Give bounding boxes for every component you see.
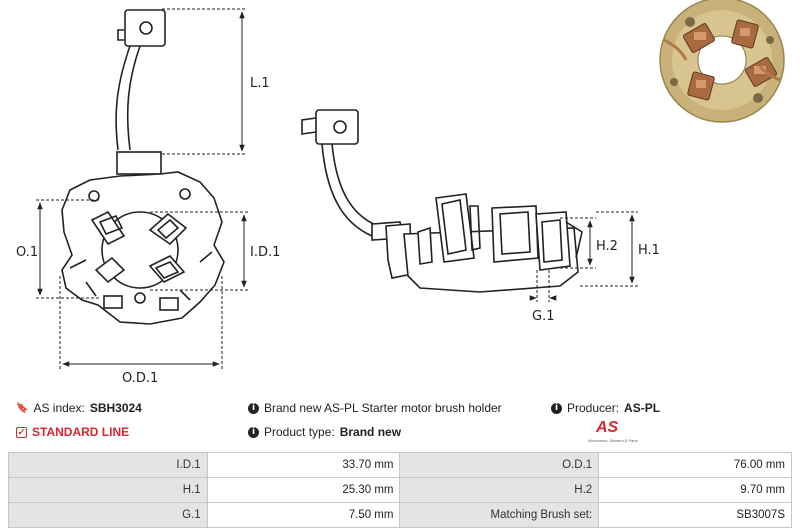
spec-value: 7.50 mm bbox=[206, 502, 401, 528]
info-icon: i bbox=[551, 402, 562, 414]
product-type: i Product type: Brand new bbox=[248, 423, 401, 441]
label-id1: I.D.1 bbox=[250, 245, 280, 260]
table-row: H.1 25.30 mm H.2 9.70 mm bbox=[8, 477, 792, 503]
dimension-l1 bbox=[162, 8, 246, 155]
label-h1: H.1 bbox=[638, 243, 660, 258]
description-text: Brand new AS-PL Starter motor brush hold… bbox=[264, 401, 502, 415]
info-icon: i bbox=[248, 426, 259, 438]
dimension-h1 bbox=[580, 211, 638, 287]
spec-key: G.1 bbox=[8, 502, 208, 528]
standard-line-badge: ✓ STANDARD LINE bbox=[16, 423, 129, 441]
brush-holder-side-view bbox=[301, 109, 583, 293]
spec-value: 9.70 mm bbox=[598, 477, 792, 503]
spec-value: 25.30 mm bbox=[206, 477, 401, 503]
brush-holder-top-view bbox=[61, 9, 225, 325]
product-info: 🔖 AS index: SBH3024 i Brand new AS-PL St… bbox=[0, 392, 800, 444]
label-l1: L.1 bbox=[250, 76, 270, 91]
label-o1: O.1 bbox=[16, 245, 38, 260]
label-g1: G.1 bbox=[532, 309, 554, 324]
spec-key: O.D.1 bbox=[399, 452, 600, 478]
producer-value: AS-PL bbox=[624, 401, 661, 415]
product-description: i Brand new AS-PL Starter motor brush ho… bbox=[248, 399, 502, 417]
spec-key: Matching Brush set: bbox=[399, 502, 600, 528]
dimension-od1 bbox=[59, 276, 223, 370]
label-h2: H.2 bbox=[596, 239, 618, 254]
as-index-label: AS index: bbox=[33, 401, 85, 415]
product-type-label: Product type: bbox=[264, 425, 335, 439]
as-pl-logo: AS Alternators, Starters & Parts bbox=[588, 419, 654, 445]
spec-key: H.2 bbox=[399, 477, 600, 503]
check-square-icon: ✓ bbox=[16, 426, 27, 438]
specs-table: I.D.1 33.70 mm O.D.1 76.00 mm H.1 25.30 … bbox=[8, 452, 792, 528]
table-row: G.1 7.50 mm Matching Brush set: SB3007S bbox=[8, 502, 792, 528]
producer: i Producer: AS-PL bbox=[551, 399, 660, 417]
as-index: 🔖 AS index: SBH3024 bbox=[16, 399, 142, 417]
bookmark-icon: 🔖 bbox=[16, 402, 29, 414]
logo-text: AS bbox=[596, 419, 619, 436]
spec-value: 33.70 mm bbox=[206, 452, 401, 478]
producer-label: Producer: bbox=[567, 401, 620, 415]
dimension-h2 bbox=[560, 217, 596, 269]
product-type-value: Brand new bbox=[339, 425, 402, 439]
technical-drawing: L.1 O.1 I.D.1 O.D.1 bbox=[16, 0, 785, 386]
logo-tagline: Alternators, Starters & Parts bbox=[588, 438, 638, 443]
product-photo bbox=[659, 0, 785, 123]
dimension-id1 bbox=[150, 211, 250, 291]
dimension-g1 bbox=[529, 270, 557, 302]
spec-key: H.1 bbox=[8, 477, 208, 503]
standard-line-text: STANDARD LINE bbox=[32, 425, 130, 439]
info-icon: i bbox=[248, 402, 259, 414]
as-index-value: SBH3024 bbox=[89, 401, 142, 415]
spec-value: 76.00 mm bbox=[598, 452, 792, 478]
spec-value: SB3007S bbox=[598, 502, 792, 528]
table-row: I.D.1 33.70 mm O.D.1 76.00 mm bbox=[8, 452, 792, 478]
dimension-o1 bbox=[36, 199, 100, 299]
label-od1: O.D.1 bbox=[122, 371, 158, 386]
spec-key: I.D.1 bbox=[8, 452, 208, 478]
